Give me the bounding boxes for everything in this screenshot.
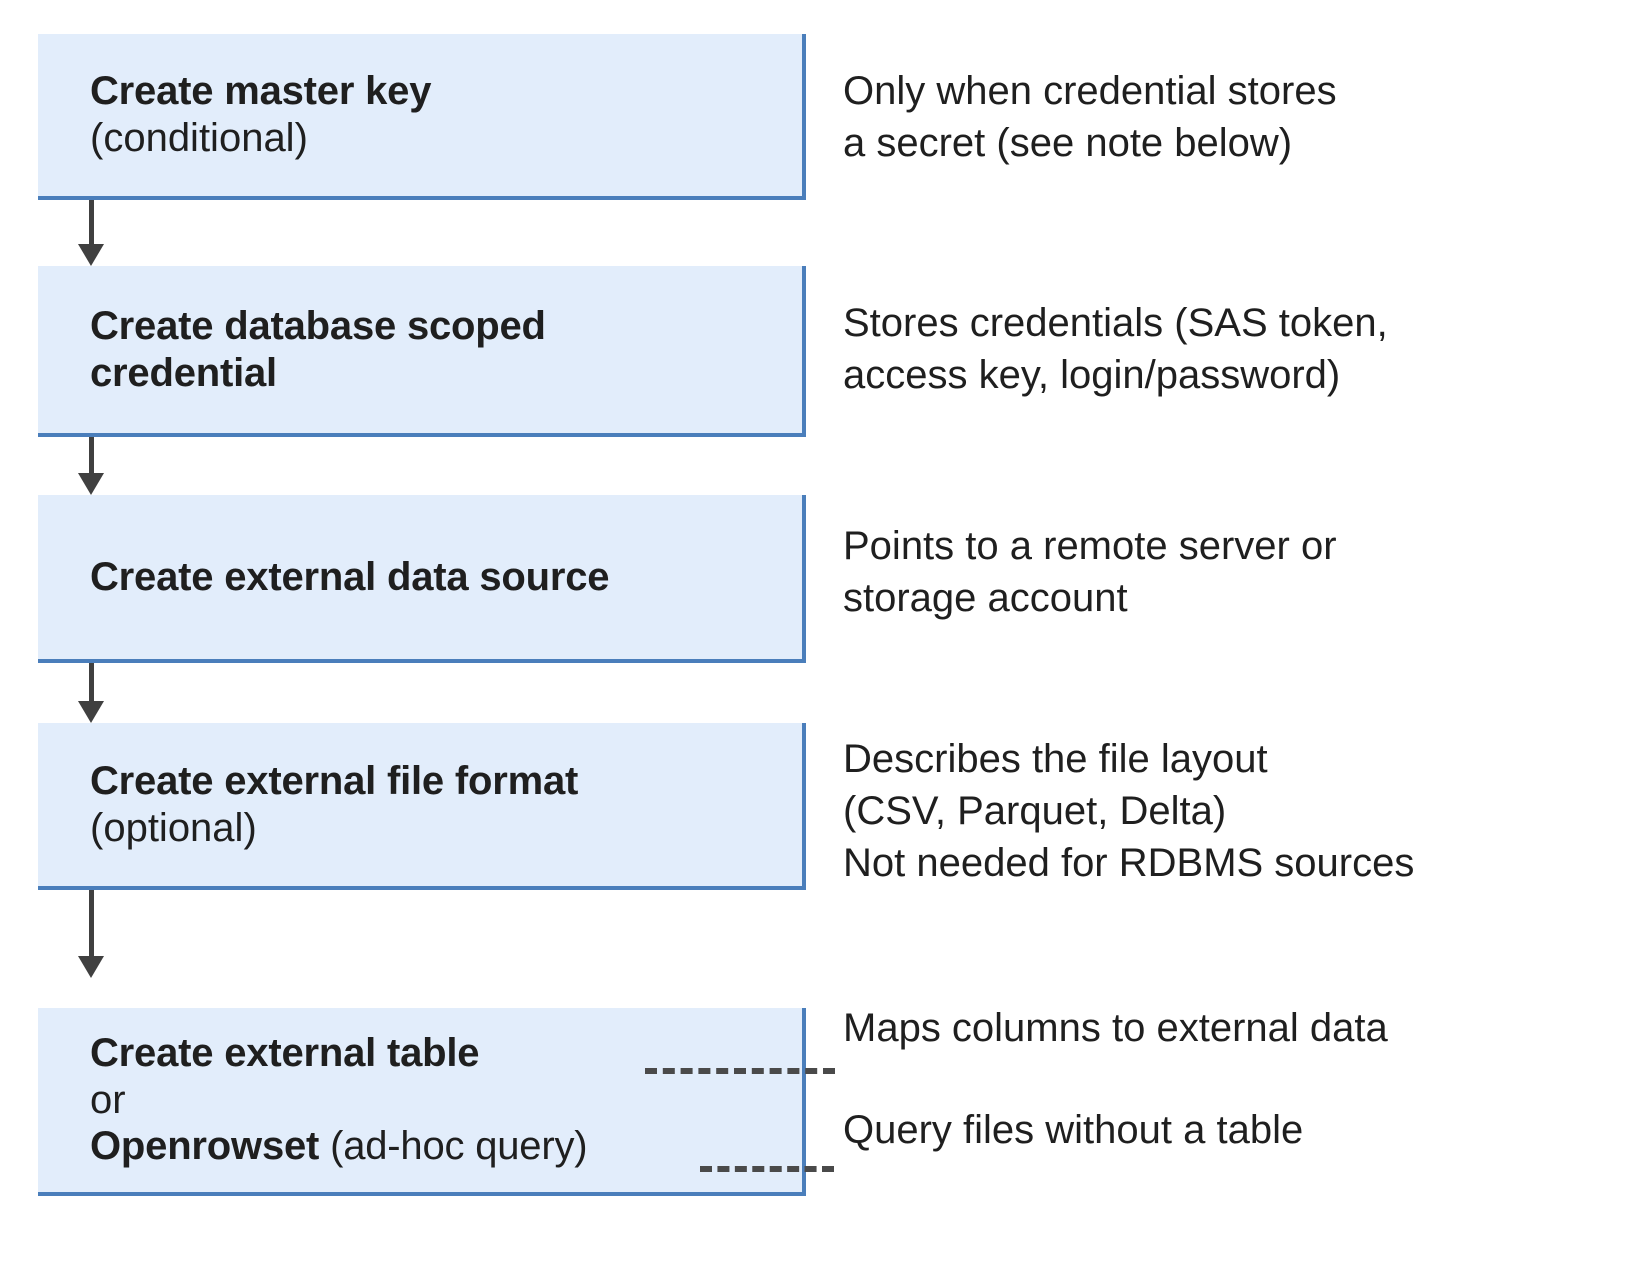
node-title: Create external file format: [90, 758, 579, 803]
step-node-create-database-scoped-credential[interactable]: Create database scoped credential: [38, 266, 806, 437]
step-node-create-external-data-source[interactable]: Create external data source: [38, 495, 806, 663]
node-text-block: Create database scoped credential: [38, 303, 802, 397]
node-title: Create external data source: [90, 554, 610, 599]
note-create-master-key: Only when credential stores a secret (se…: [843, 69, 1337, 165]
node-alt-qualifier: (ad-hoc query): [319, 1124, 588, 1169]
arrow-shaft: [89, 890, 94, 958]
arrow-head: [78, 701, 104, 723]
note-create-external-data-source: Points to a remote server or storage acc…: [843, 524, 1337, 620]
node-title-line-2: credential: [90, 350, 277, 395]
note-create-database-scoped-credential: Stores credentials (SAS token, access ke…: [843, 301, 1388, 397]
node-text-block: Create external data source: [38, 554, 802, 601]
arrow-shaft: [89, 663, 94, 703]
node-qualifier: (conditional): [90, 116, 308, 160]
dashed-connector-external-table: [645, 1068, 835, 1074]
note-openrowset: Query files without a table: [843, 1108, 1304, 1152]
node-title: Create external table: [90, 1030, 480, 1075]
dashed-connector-openrowset: [700, 1166, 834, 1172]
arrow-head: [78, 473, 104, 495]
arrow-shaft: [89, 437, 94, 475]
node-connector-word: or: [90, 1077, 126, 1122]
node-title-line-1: Create database scoped: [90, 303, 546, 348]
node-text-block: Create external file format (optional): [38, 758, 802, 852]
arrow-shaft: [89, 200, 94, 246]
arrow-head: [78, 244, 104, 266]
node-text-block: Create external table or Openrowset (ad-…: [38, 1030, 802, 1170]
arrow-down-icon: [78, 890, 104, 1008]
node-text-block: Create master key (conditional): [38, 68, 802, 162]
arrow-down-icon: [78, 663, 104, 723]
arrow-head: [78, 956, 104, 978]
node-alt-title-row: Openrowset (ad-hoc query): [90, 1123, 802, 1170]
note-create-external-file-format: Describes the file layout (CSV, Parquet,…: [843, 737, 1415, 885]
step-node-create-external-table-or-openrowset[interactable]: Create external table or Openrowset (ad-…: [38, 1008, 806, 1196]
node-title: Create master key: [90, 69, 432, 114]
node-alt-title: Openrowset: [90, 1124, 320, 1169]
step-node-create-external-file-format[interactable]: Create external file format (optional): [38, 723, 806, 890]
arrow-down-icon: [78, 437, 104, 495]
arrow-down-icon: [78, 200, 104, 266]
note-create-external-table: Maps columns to external data: [843, 1006, 1388, 1050]
node-qualifier: (optional): [90, 805, 257, 850]
step-node-create-master-key[interactable]: Create master key (conditional): [38, 34, 806, 200]
